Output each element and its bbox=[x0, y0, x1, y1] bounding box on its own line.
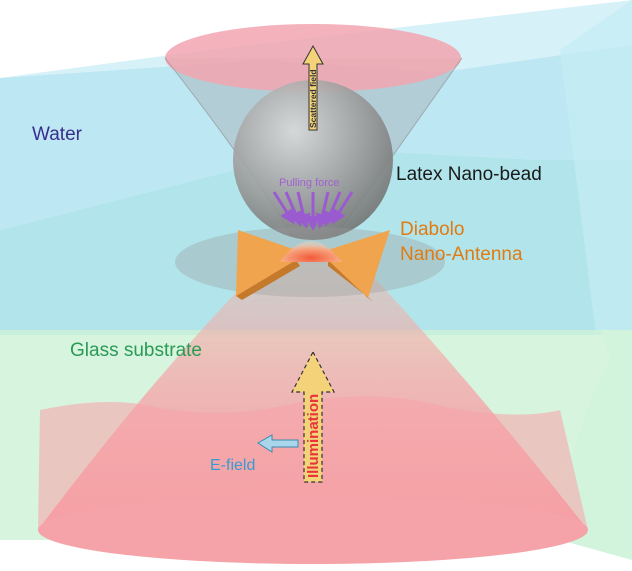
water-label: Water bbox=[32, 124, 83, 145]
e-field-arrow bbox=[257, 434, 299, 453]
pulling-force-arrow bbox=[331, 191, 354, 225]
pulling-force-arrow bbox=[295, 191, 311, 229]
pulling-force-arrow bbox=[315, 191, 331, 229]
hotspot bbox=[280, 241, 342, 262]
water-block bbox=[0, 0, 632, 335]
latex-bead bbox=[233, 80, 393, 240]
illumination-arrow: Illumination bbox=[291, 350, 335, 483]
latex-bead-label: Latex Nano-bead bbox=[396, 164, 542, 185]
cone-base-ellipse bbox=[38, 496, 588, 564]
pulling-force-label: Pulling force bbox=[279, 177, 340, 189]
antenna-label-line1: Diabolo bbox=[400, 219, 464, 240]
antenna-label-line2: Nano-Antenna bbox=[400, 244, 523, 265]
pulling-force-arrows bbox=[272, 191, 354, 231]
e-field-label: E-field bbox=[210, 457, 255, 474]
illumination-label: Illumination bbox=[305, 394, 322, 478]
scattered-field-label: Scattered field bbox=[308, 69, 318, 128]
scattered-field-arrow: Scattered field bbox=[302, 44, 324, 131]
glass-substrate-label: Glass substrate bbox=[70, 340, 202, 361]
